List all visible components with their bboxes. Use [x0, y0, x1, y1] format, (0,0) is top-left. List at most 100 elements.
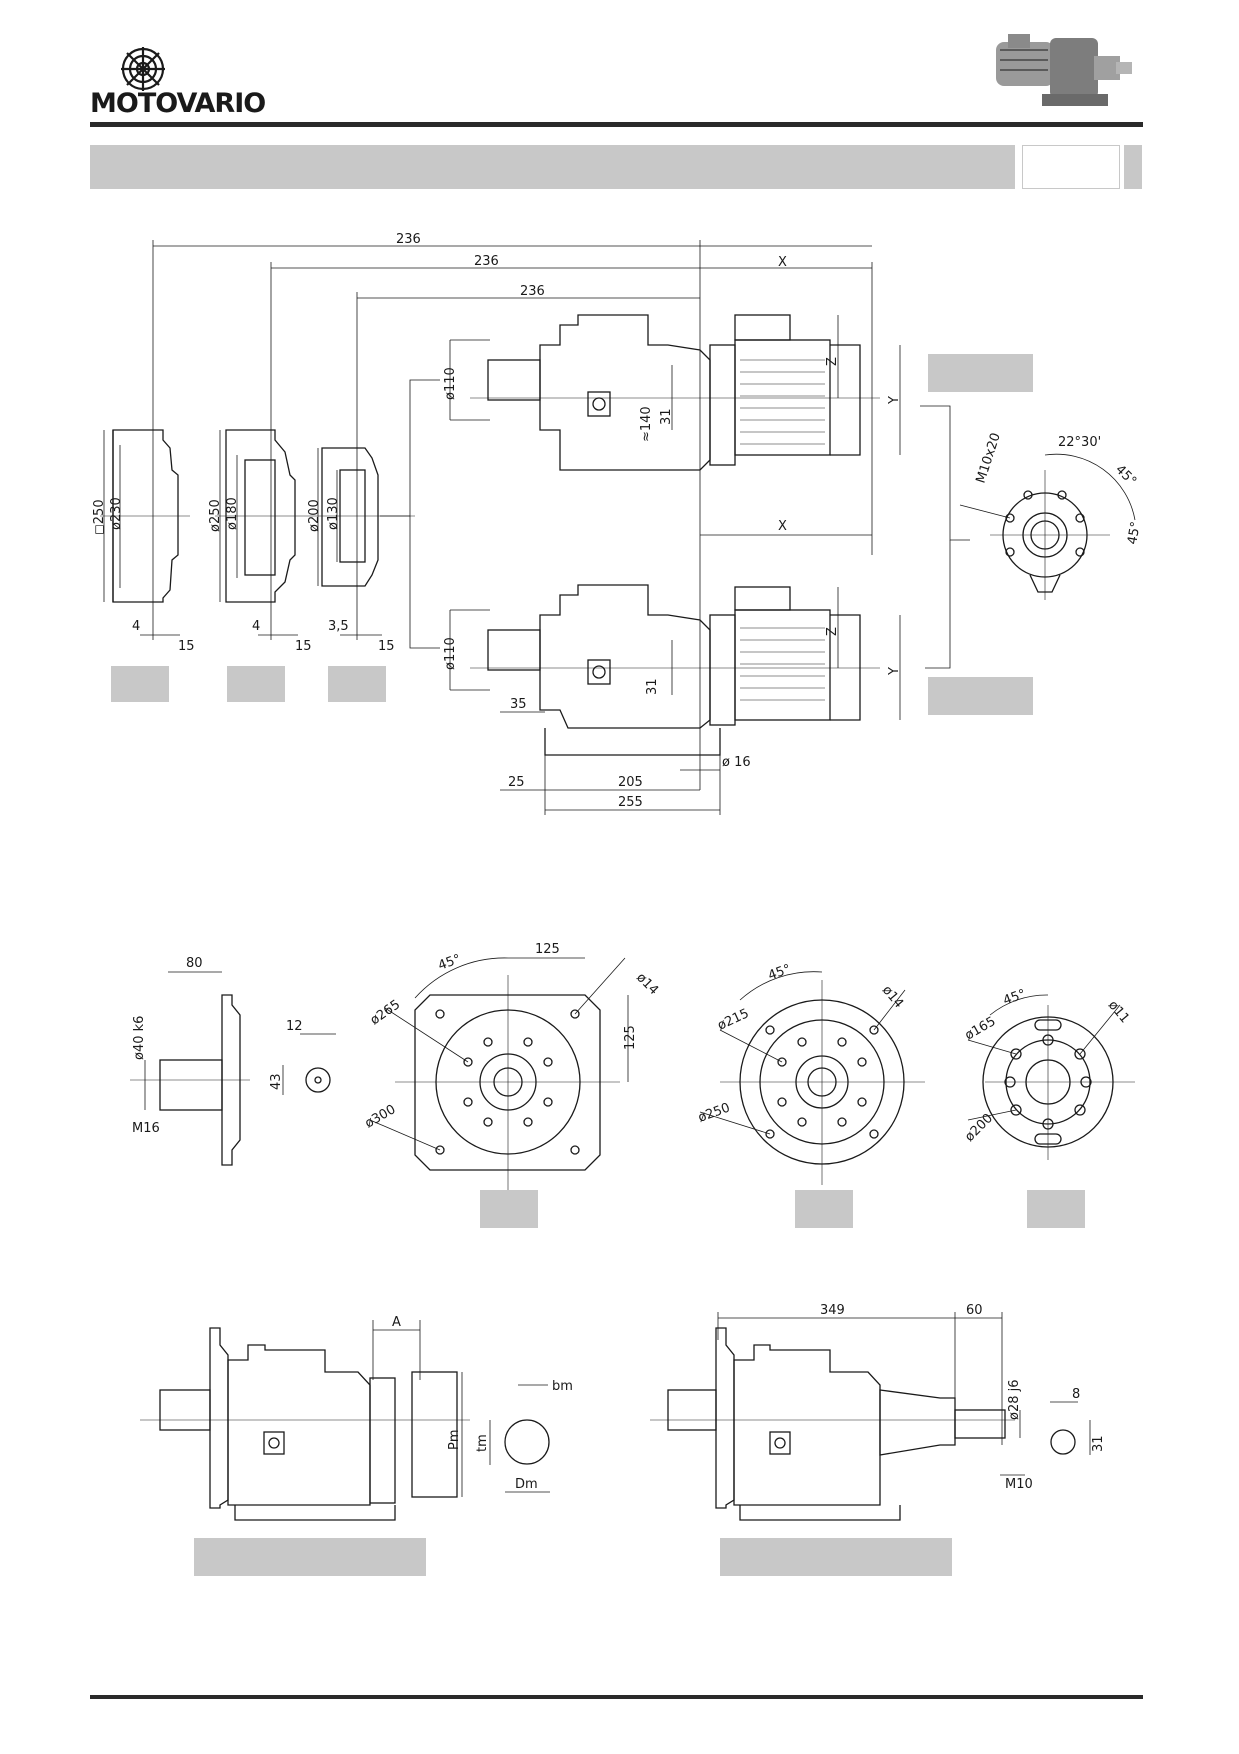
flange300-d14: ø14	[633, 970, 661, 998]
bottom-left-pm: Pm	[447, 1429, 462, 1450]
flange-300-dims	[369, 957, 629, 1151]
lower-h31: 31	[645, 678, 660, 695]
shaft-m16: M16	[132, 1121, 160, 1136]
motor-flange-a1: 22°30'	[1058, 435, 1101, 450]
upper-y: Y	[887, 396, 902, 405]
flange-c-d2: ø130	[326, 497, 341, 530]
bottom-right-m10: M10	[1005, 1477, 1033, 1492]
dim-236-b: 236	[474, 254, 499, 269]
flange200-d11: ø11	[1105, 998, 1132, 1026]
lower-d35: 35	[510, 697, 527, 712]
flange300-d125a: 125	[535, 942, 560, 957]
flange250-a45: 45°	[766, 962, 793, 984]
label-box-upper-motor	[928, 354, 1033, 392]
label-box-flange-a	[111, 666, 169, 702]
bottom-left-a: A	[392, 1315, 401, 1330]
motor-flange-view	[990, 470, 1110, 600]
lower-z: Z	[825, 627, 840, 636]
upper-d140: ≈140	[639, 406, 654, 442]
flange300-d125b: 125	[623, 1025, 638, 1050]
label-box-flange-250	[795, 1190, 853, 1228]
flange250-d250: ø250	[696, 1100, 732, 1125]
flange-a	[100, 429, 190, 603]
dim-236-c: 236	[520, 284, 545, 299]
label-box-flange-200	[1027, 1190, 1085, 1228]
title-bar	[90, 145, 1015, 189]
lower-d16: ø 16	[722, 755, 751, 770]
bottom-right-60: 60	[966, 1303, 983, 1318]
shaft-d40: ø40 k6	[132, 1016, 147, 1060]
shaft-l80: 80	[186, 956, 203, 971]
upper-d110: ø110	[443, 367, 458, 400]
lower-d255: 255	[618, 795, 643, 810]
dim-x-top: X	[778, 255, 787, 270]
flange-b-t15: 15	[295, 639, 312, 654]
flange300-a45: 45°	[436, 952, 463, 974]
brand-name: MOTOVARIO	[90, 88, 266, 119]
upper-dims	[449, 315, 901, 455]
title-bar-end	[1124, 145, 1142, 189]
motor-flange-dims	[959, 453, 1136, 521]
flange-200-dims	[967, 994, 1121, 1121]
footer-rule	[90, 1695, 1143, 1699]
dim-x-lower: X	[778, 519, 787, 534]
bottom-right-gearbox	[650, 1327, 1076, 1521]
connector-lines	[380, 379, 970, 669]
motor-flange-m: M10x20	[974, 431, 1004, 485]
flange-a-t15: 15	[178, 639, 195, 654]
flange-200-view	[982, 1005, 1135, 1160]
header-rule	[90, 122, 1143, 127]
flange-b-t4: 4	[252, 619, 260, 634]
flange-a-t4: 4	[132, 619, 140, 634]
bottom-left-bm: bm	[552, 1379, 573, 1394]
gearmotor-upper	[470, 314, 880, 471]
shaft-dims	[144, 971, 336, 1110]
label-box-bottom-left	[194, 1538, 426, 1576]
bottom-left-dims	[372, 1320, 550, 1497]
motor-flange-a3: 45°	[1125, 520, 1144, 545]
gear-flower-logo-icon	[121, 47, 165, 91]
flange-c-d1: ø200	[307, 499, 322, 532]
lower-dims	[449, 587, 901, 815]
flange300-d265: ø265	[368, 997, 403, 1028]
label-box-flange-300	[480, 1190, 538, 1228]
flange-250-dims	[699, 971, 906, 1135]
flange-b	[215, 429, 310, 603]
upper-h31: 31	[659, 408, 674, 425]
flange-300-view	[395, 975, 620, 1190]
bottom-left-dm: Dm	[515, 1477, 538, 1492]
flange-b-d1: ø250	[208, 499, 223, 532]
shaft-k12: 12	[286, 1019, 303, 1034]
label-box-bottom-right	[720, 1538, 952, 1576]
dim-236-a: 236	[396, 232, 421, 247]
lower-y: Y	[887, 667, 902, 676]
title-bar-cell	[1022, 145, 1120, 189]
product-photo	[990, 28, 1140, 114]
brand-logo	[118, 44, 168, 94]
gearmotor-lower	[470, 584, 880, 756]
bottom-right-k31: 31	[1091, 1435, 1106, 1452]
bottom-right-dims	[717, 1312, 1091, 1476]
flange-a-sq: ◻250	[92, 499, 107, 535]
shaft-side-view	[130, 994, 331, 1166]
label-box-flange-b	[227, 666, 285, 702]
flange-250-view	[720, 980, 925, 1185]
motor-flange-a2: 45°	[1112, 462, 1139, 489]
bottom-right-d28: ø28 j6	[1007, 1379, 1022, 1420]
bottom-right-349: 349	[820, 1303, 845, 1318]
shaft-k43: 43	[269, 1073, 284, 1090]
label-box-lower-motor	[928, 677, 1033, 715]
dim-lines-236	[152, 240, 873, 790]
flange250-d215: ø215	[715, 1006, 751, 1033]
lower-d25: 25	[508, 775, 525, 790]
flange-b-d2: ø180	[225, 497, 240, 530]
bottom-left-gearbox	[140, 1327, 550, 1521]
bottom-right-k8: 8	[1072, 1387, 1080, 1402]
flange200-d200: ø200	[962, 1111, 996, 1145]
flange-c-t35: 3,5	[328, 619, 349, 634]
flange-a-d: ø230	[109, 497, 124, 530]
flange-c-t15: 15	[378, 639, 395, 654]
flange200-d165: ø165	[963, 1014, 999, 1043]
gearmotor-photo-icon	[996, 34, 1132, 106]
